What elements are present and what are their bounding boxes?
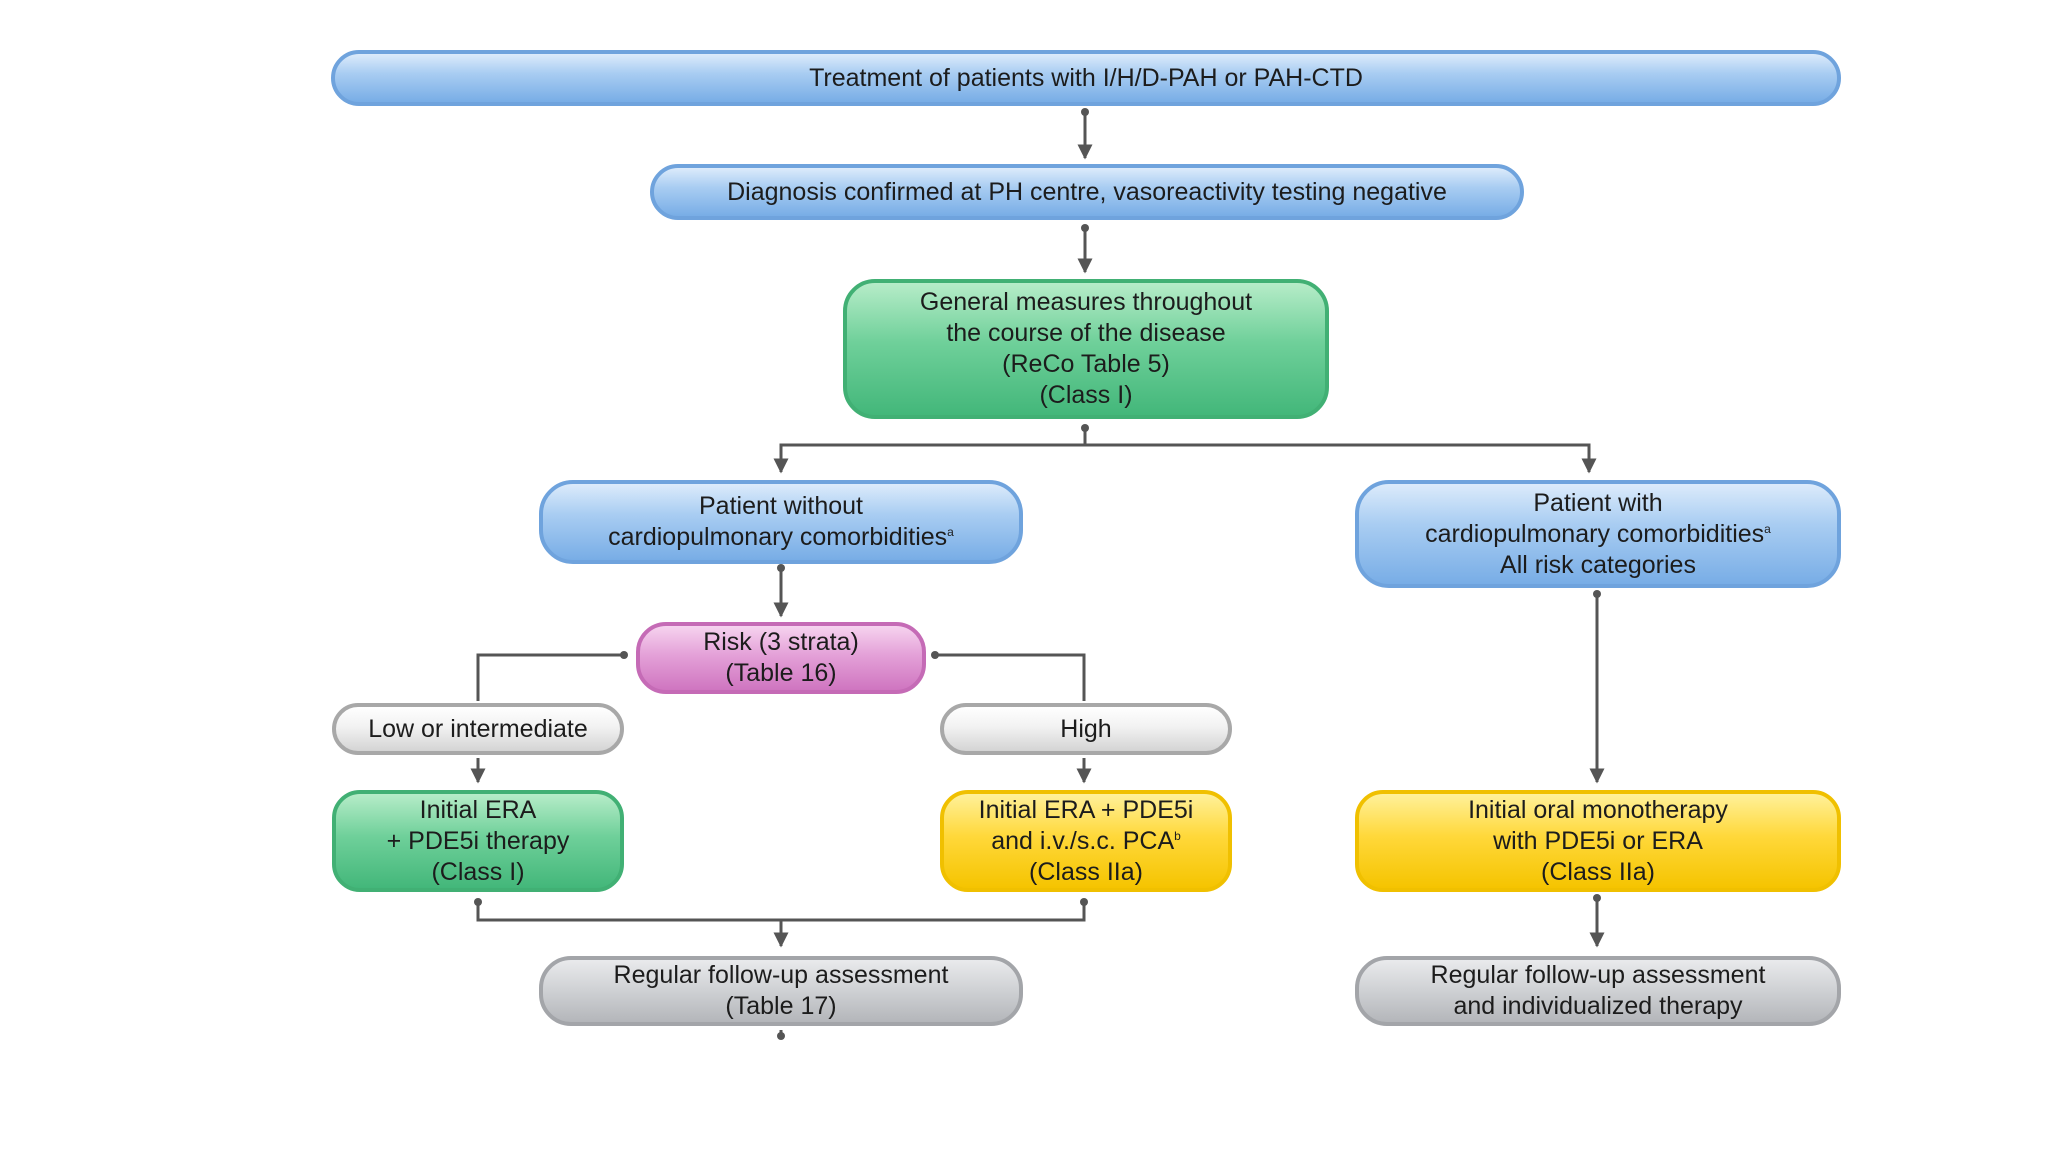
node-without-line: Patient without [699, 492, 863, 520]
node-pca-line: and i.v./s.c. PCAb [991, 826, 1181, 855]
footnote-b: b [1174, 828, 1181, 843]
node-followup-right: Regular follow-up assessment and individ… [1355, 956, 1841, 1026]
connector-general-to-with [1085, 443, 1597, 474]
node-pca-line: (Class IIa) [1029, 857, 1143, 886]
connector-risk-to-low [476, 653, 624, 701]
connector-dot [620, 651, 628, 659]
connector-dot [1593, 590, 1601, 598]
node-era-line: Initial ERA [419, 795, 537, 824]
connector-general-to-without [773, 428, 1087, 474]
node-treatment-title-text: Treatment of patients with I/H/D-PAH or … [809, 63, 1363, 92]
node-initial-era-pca: Initial ERA + PDE5i and i.v./s.c. PCAb (… [940, 790, 1232, 892]
node-with-line: All risk categories [1500, 550, 1696, 579]
node-risk-line: (Table 16) [725, 659, 837, 687]
node-risk-line: Risk (3 strata) [703, 628, 859, 656]
node-low-intermediate: Low or intermediate [332, 703, 624, 755]
node-followup-right-line: Regular follow-up assessment [1430, 961, 1766, 989]
node-era-line: (Class I) [431, 857, 525, 886]
connector-era-to-followup [476, 902, 789, 948]
node-with-line: Patient with [1533, 488, 1663, 517]
node-patient-without: Patient without cardiopulmonary comorbid… [539, 480, 1023, 564]
node-general-measures: General measures throughout the course o… [843, 279, 1329, 419]
node-high-text: High [1060, 714, 1112, 743]
connector-dot [1593, 894, 1601, 902]
node-low-text: Low or intermediate [368, 714, 588, 743]
node-with-line: cardiopulmonary comorbiditiesa [1425, 519, 1771, 548]
connector-pca-to-followup [781, 902, 1086, 922]
node-pca-line: Initial ERA + PDE5i [978, 795, 1194, 824]
node-treatment-title: Treatment of patients with I/H/D-PAH or … [331, 50, 1841, 106]
connector-dot [1081, 424, 1089, 432]
node-high: High [940, 703, 1232, 755]
connector-dot [1081, 108, 1089, 116]
connector-dot [931, 651, 939, 659]
node-diagnosis: Diagnosis confirmed at PH centre, vasore… [650, 164, 1524, 220]
node-general-line: (ReCo Table 5) [1002, 350, 1170, 378]
node-followup-left-line: Regular follow-up assessment [613, 961, 949, 989]
connector-dot [1080, 898, 1088, 906]
connector-dot [474, 898, 482, 906]
node-followup-right-line: and individualized therapy [1453, 992, 1743, 1020]
node-era-line: + PDE5i therapy [386, 826, 570, 855]
node-general-line: the course of the disease [946, 319, 1226, 347]
connector-dot [1081, 224, 1089, 232]
node-without-line: cardiopulmonary comorbiditiesa [608, 523, 954, 551]
node-mono-line: with PDE5i or ERA [1493, 826, 1703, 855]
footnote-a: a [947, 525, 954, 539]
node-mono-line: (Class IIa) [1541, 857, 1655, 886]
connector-dot [777, 564, 785, 572]
node-general-line: (Class I) [1039, 381, 1133, 409]
node-followup-left: Regular follow-up assessment (Table 17) [539, 956, 1023, 1026]
connector-dot [777, 1032, 785, 1040]
footnote-a: a [1764, 521, 1771, 536]
node-risk-strata: Risk (3 strata) (Table 16) [636, 622, 926, 694]
node-initial-era-pde5i: Initial ERA + PDE5i therapy (Class I) [332, 790, 624, 892]
connector-risk-to-high [935, 653, 1086, 701]
node-general-line: General measures throughout [919, 288, 1253, 316]
node-mono-line: Initial oral monotherapy [1468, 795, 1728, 824]
node-initial-monotherapy: Initial oral monotherapy with PDE5i or E… [1355, 790, 1841, 892]
node-patient-with: Patient with cardiopulmonary comorbiditi… [1355, 480, 1841, 588]
node-diagnosis-text: Diagnosis confirmed at PH centre, vasore… [727, 177, 1447, 206]
node-followup-left-line: (Table 17) [725, 992, 837, 1020]
